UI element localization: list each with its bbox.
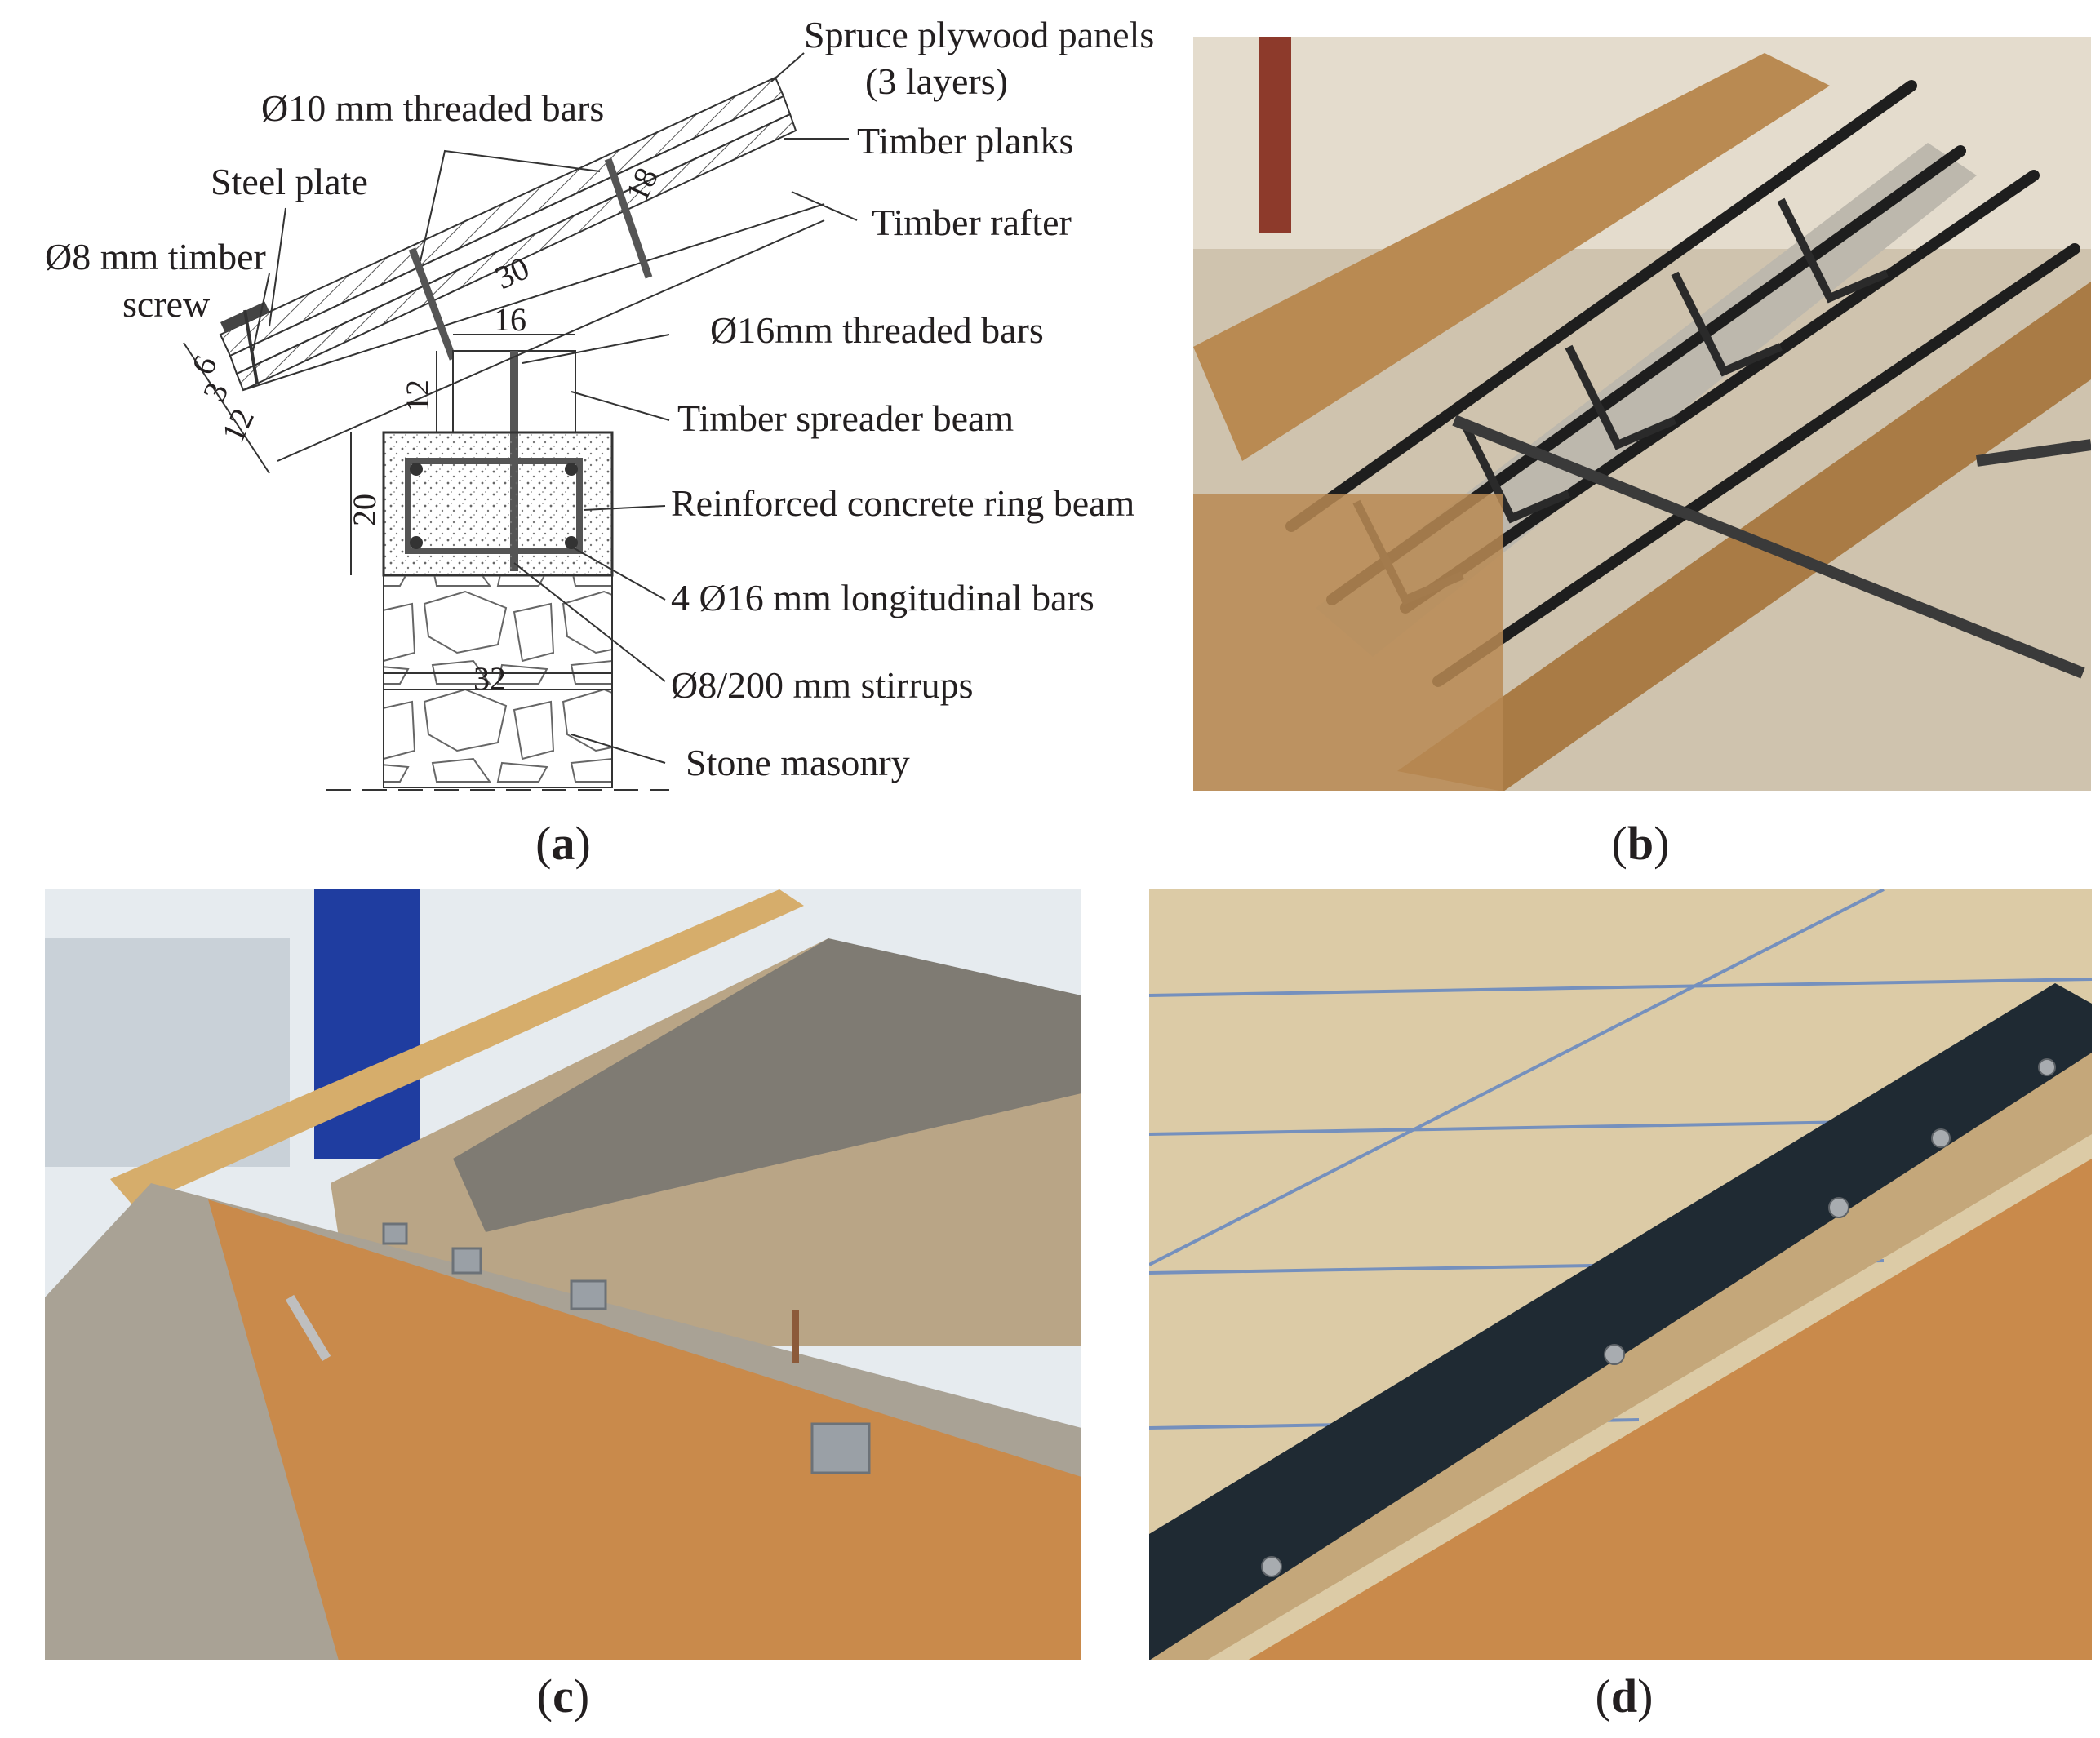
spreader-beam-photo — [45, 889, 1081, 1660]
label-long-bars: 4 Ø16 mm longitudinal bars — [671, 577, 1094, 618]
label-timber-rafter: Timber rafter — [872, 202, 1072, 243]
label-spruce-plywood: Spruce plywood panels — [804, 14, 1154, 55]
dim-12: 12 — [214, 403, 261, 448]
label-spreader-beam: Timber spreader beam — [677, 397, 1014, 439]
steel-plate-photo — [1149, 889, 2092, 1660]
roof-ring-beam-section-drawing: 18 30 16 12 6 3 12 20 32 Spruce plywood … — [45, 14, 1154, 791]
dim-3: 3 — [195, 377, 235, 407]
panel-b-photo — [1193, 37, 2091, 791]
threaded-bar-10-b — [604, 157, 653, 279]
caption-b: (b) — [1611, 817, 1670, 870]
dim-6: 6 — [184, 350, 224, 380]
label-ring-beam: Reinforced concrete ring beam — [671, 482, 1135, 524]
rebar-cage-photo — [1193, 37, 2091, 791]
panel-d-photo — [1149, 889, 2092, 1660]
caption-c: (c) — [536, 1669, 590, 1722]
label-timber-screw: Ø8 mm timber — [45, 236, 266, 277]
label-stone-masonry: Stone masonry — [686, 742, 910, 783]
label-threaded-bars-16: Ø16mm threaded bars — [710, 309, 1044, 351]
timber-screw — [243, 309, 259, 384]
dim-32: 32 — [473, 660, 506, 697]
roof-layers — [219, 76, 825, 392]
label-steel-plate: Steel plate — [211, 161, 368, 202]
label-timber-planks: Timber planks — [857, 120, 1073, 162]
label-timber-screw-2: screw — [122, 283, 211, 325]
panel-c-photo — [45, 889, 1081, 1660]
dim-16: 16 — [494, 301, 526, 338]
threaded-bar-10-a — [408, 247, 457, 361]
label-threaded-bars-10: Ø10 mm threaded bars — [261, 87, 604, 129]
dim-12-top: 12 — [399, 379, 436, 412]
caption-a: (a) — [535, 817, 591, 870]
dim-20: 20 — [346, 494, 383, 526]
panel-a-drawing: 18 30 16 12 6 3 12 20 32 Spruce plywood … — [0, 0, 1192, 808]
label-spruce-plywood-layers: (3 layers) — [865, 60, 1008, 102]
caption-d: (d) — [1595, 1669, 1654, 1722]
label-stirrups: Ø8/200 mm stirrups — [671, 664, 974, 706]
